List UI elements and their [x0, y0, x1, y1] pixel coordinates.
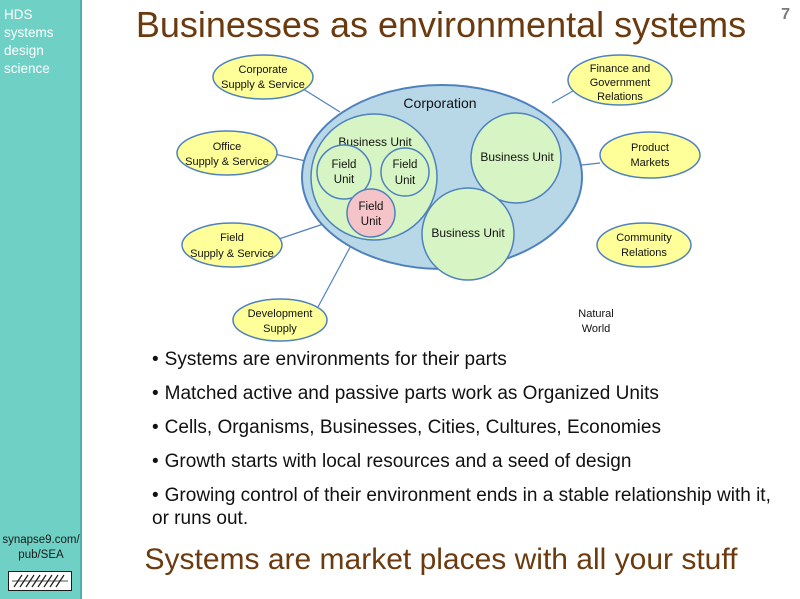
business-unit-2: [470, 112, 562, 204]
relation-product-markets-line2: Markets: [630, 157, 670, 169]
field-unit-2-label-line2: Unit: [395, 175, 416, 187]
brand-block: HDS systems design science: [4, 6, 54, 78]
field-unit-3-label-line1: Field: [359, 201, 384, 213]
relation-finance-government-line3: Relations: [597, 91, 643, 103]
bullet-item: •Matched active and passive parts work a…: [152, 382, 782, 405]
natural-world-label-line1: Natural: [578, 308, 613, 320]
slide-title: Businesses as environmental systems: [135, 4, 747, 45]
sidebar-url-line-2: pub/SEA: [18, 549, 64, 561]
sidebar: HDS systems design science synapse9.com/…: [0, 0, 82, 599]
bullet-item: •Growth starts with local resources and …: [152, 450, 782, 473]
business-unit-3-label: Business Unit: [431, 226, 505, 240]
relation-office-supply: [176, 130, 278, 176]
slide-number: 7: [781, 6, 790, 23]
relation-product-markets: [599, 131, 701, 179]
bullet-text: Matched active and passive parts work as…: [164, 383, 659, 404]
sidebar-url-line-1: synapse9.com/: [2, 534, 80, 546]
business-unit-1-label: Business Unit: [338, 135, 412, 149]
field-unit-1: [316, 144, 372, 200]
bullet-text: Growth starts with local resources and a…: [164, 451, 632, 472]
slide-footer: Systems are market places with all your …: [144, 543, 738, 576]
brand-line-3: design: [4, 43, 44, 58]
bullet-item: •Systems are environments for their part…: [152, 348, 782, 371]
field-unit-3: [346, 188, 396, 238]
field-unit-1-label-line1: Field: [332, 159, 357, 171]
relation-corporate-supply: [212, 54, 314, 100]
relation-development-supply-line1: Development: [248, 308, 313, 320]
relation-finance-government: [567, 54, 673, 106]
logo-icon: [8, 571, 72, 591]
business-systems-diagram: Corporation Business Unit Field Unit Fie…: [176, 54, 701, 342]
field-unit-3-label-line2: Unit: [361, 216, 382, 228]
corporation-label: Corporation: [403, 95, 476, 111]
relation-development-supply: [232, 298, 328, 342]
relation-product-markets-line1: Product: [631, 142, 669, 154]
bullet-dot: •: [152, 485, 159, 506]
bullet-text: Cells, Organisms, Businesses, Cities, Cu…: [164, 417, 661, 438]
sidebar-url-link[interactable]: synapse9.com/ pub/SEA: [0, 533, 82, 563]
bullet-dot: •: [152, 417, 159, 438]
bullet-list: •Systems are environments for their part…: [152, 348, 782, 541]
relation-field-supply-line1: Field: [220, 232, 244, 244]
bullet-item: •Growing control of their environment en…: [152, 484, 782, 530]
business-unit-3: [421, 187, 515, 281]
bullet-dot: •: [152, 349, 159, 370]
relation-field-supply: [181, 222, 283, 268]
relation-development-supply-line2: Supply: [263, 323, 297, 335]
relation-community: [596, 222, 692, 268]
relation-corporate-supply-line2: Supply & Service: [221, 79, 305, 91]
brand-line-2: systems: [4, 25, 54, 40]
bullet-dot: •: [152, 451, 159, 472]
natural-world-label-line2: World: [582, 323, 611, 335]
field-unit-2: [380, 147, 430, 197]
bullet-text: Systems are environments for their parts: [164, 349, 507, 370]
relation-corporate-supply-line1: Corporate: [239, 64, 288, 76]
brand-line-4: science: [4, 61, 50, 76]
relation-community-line2: Relations: [621, 247, 667, 259]
bullet-dot: •: [152, 383, 159, 404]
field-unit-1-label-line2: Unit: [334, 174, 355, 186]
relation-office-supply-line1: Office: [213, 141, 242, 153]
relation-field-supply-line2: Supply & Service: [190, 248, 274, 260]
relation-community-line1: Community: [616, 232, 672, 244]
bullet-item: •Cells, Organisms, Businesses, Cities, C…: [152, 416, 782, 439]
relation-office-supply-line2: Supply & Service: [185, 156, 269, 168]
relation-finance-government-line2: Government: [590, 77, 651, 89]
bullet-text: Growing control of their environment end…: [152, 485, 771, 529]
relation-finance-government-line1: Finance and: [590, 63, 651, 75]
brand-line-1: HDS: [4, 7, 33, 22]
field-unit-2-label-line1: Field: [393, 159, 418, 171]
connector-corporate-supply: [299, 86, 341, 113]
business-unit-2-label: Business Unit: [480, 150, 554, 164]
